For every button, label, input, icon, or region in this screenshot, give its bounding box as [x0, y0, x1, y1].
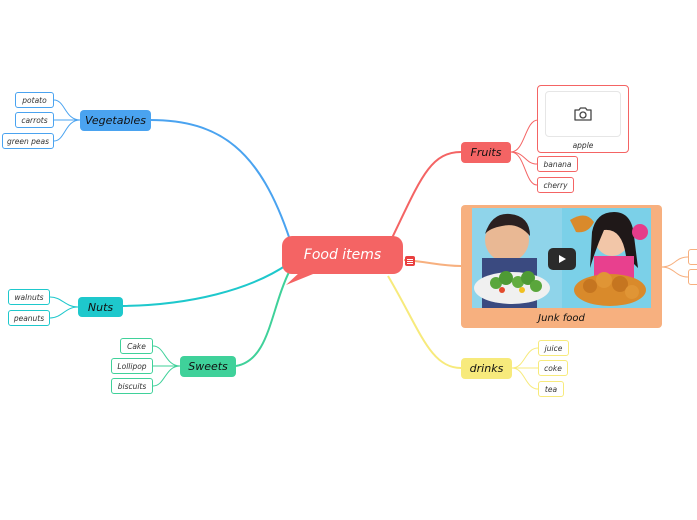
branch-nuts-label: Nuts — [87, 300, 114, 314]
leaf-cherry-label: cherry — [543, 180, 568, 190]
branch-junk-food-label: Junk food — [538, 312, 585, 324]
menu-icon[interactable] — [405, 256, 415, 266]
connector-fruits — [391, 151, 462, 239]
leaf-lollipop-label: Lollipop — [117, 361, 147, 371]
root-label: Food items — [303, 247, 382, 263]
leaf-green-peas[interactable]: green peas — [2, 133, 54, 149]
leaf-potato[interactable]: potato — [15, 92, 54, 108]
leaf-potato-label: potato — [22, 95, 47, 105]
branch-sweets[interactable]: Sweets — [180, 356, 236, 377]
leaf-junk-food-2[interactable] — [688, 269, 697, 285]
branch-junk-food[interactable]: Junk food — [461, 205, 662, 328]
leaf-coke-label: coke — [544, 363, 562, 373]
play-icon — [559, 255, 566, 263]
connector-sweets — [235, 269, 291, 367]
root-node[interactable]: Food items — [282, 236, 403, 274]
leaf-tea-label: tea — [544, 384, 558, 394]
leaf-apple-label: apple — [572, 141, 594, 150]
leaf-biscuits[interactable]: biscuits — [111, 378, 153, 394]
connector-drinks — [387, 275, 462, 369]
play-button[interactable] — [548, 248, 576, 270]
leaf-juice-label: juice — [544, 343, 563, 353]
leaf-juice[interactable]: juice — [538, 340, 569, 356]
branch-vegetables[interactable]: Vegetables — [80, 110, 151, 131]
leaf-lollipop[interactable]: Lollipop — [111, 358, 153, 374]
branch-sweets-label: Sweets — [188, 360, 228, 373]
leaf-carrots-label: carrots — [21, 115, 48, 125]
branch-vegetables-label: Vegetables — [85, 114, 146, 127]
root-tail — [286, 272, 318, 285]
image-placeholder — [545, 91, 621, 137]
leaf-biscuits-label: biscuits — [117, 381, 147, 391]
leaf-peanuts[interactable]: peanuts — [8, 310, 50, 326]
leaf-green-peas-label: green peas — [6, 136, 50, 146]
leaf-walnuts-label: walnuts — [14, 292, 44, 302]
leaf-tea[interactable]: tea — [538, 381, 564, 397]
connector-vegetables — [149, 119, 291, 241]
leaf-carrots[interactable]: carrots — [15, 112, 54, 128]
branch-nuts[interactable]: Nuts — [78, 297, 123, 317]
branch-drinks[interactable]: drinks — [461, 358, 512, 379]
branch-fruits[interactable]: Fruits — [461, 142, 511, 163]
connector-nuts — [122, 263, 289, 307]
leaf-walnuts[interactable]: walnuts — [8, 289, 50, 305]
camera-icon — [574, 107, 592, 121]
leaf-cake[interactable]: Cake — [120, 338, 153, 354]
leaf-peanuts-label: peanuts — [13, 313, 45, 323]
video-thumbnail[interactable] — [472, 208, 651, 308]
leaf-banana[interactable]: banana — [537, 156, 578, 172]
branch-fruits-label: Fruits — [470, 146, 502, 159]
leaf-banana-label: banana — [543, 159, 572, 169]
leaf-junk-food-1[interactable] — [688, 249, 697, 265]
branch-drinks-label: drinks — [469, 362, 504, 375]
leaf-cake-label: Cake — [127, 341, 146, 351]
leaf-coke[interactable]: coke — [538, 360, 568, 376]
leaf-apple-image-card[interactable]: apple — [537, 85, 629, 153]
leaf-cherry[interactable]: cherry — [537, 177, 574, 193]
